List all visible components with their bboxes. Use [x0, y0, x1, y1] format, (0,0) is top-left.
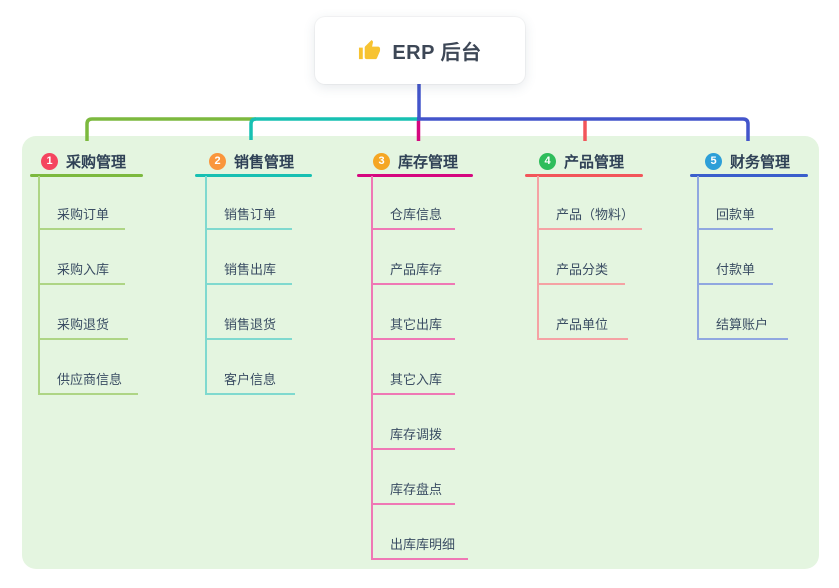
branch-priority-badge: 5: [705, 152, 722, 170]
thumbs-up-icon: [358, 39, 381, 62]
child-node-label: 回款单: [716, 207, 756, 222]
child-node[interactable]: 采购订单: [38, 200, 125, 230]
child-node[interactable]: 产品分类: [537, 255, 625, 285]
child-node-label: 出库库明细: [390, 537, 456, 552]
child-node-label: 采购退货: [57, 317, 110, 332]
branch-priority-badge: 3: [373, 152, 390, 170]
child-node[interactable]: 采购退货: [38, 310, 128, 340]
child-node-label: 销售订单: [224, 207, 277, 222]
branch-node-label: 销售管理: [234, 153, 295, 171]
child-node[interactable]: 其它入库: [371, 365, 455, 395]
root-node[interactable]: ERP 后台: [315, 17, 525, 84]
child-node[interactable]: 销售退货: [205, 310, 292, 340]
branch-child-connector: [371, 176, 373, 560]
branch-priority-badge: 2: [209, 152, 226, 170]
child-node-label: 销售退货: [224, 317, 277, 332]
branch-child-connector: [697, 176, 699, 340]
child-node-label: 仓库信息: [390, 207, 443, 222]
child-node[interactable]: 库存调拨: [371, 420, 455, 450]
child-node[interactable]: 其它出库: [371, 310, 455, 340]
child-node-label: 付款单: [716, 262, 756, 277]
child-node[interactable]: 出库库明细: [371, 530, 468, 560]
branch-underline: [690, 174, 808, 177]
child-node-label: 采购订单: [57, 207, 110, 222]
child-node-label: 销售出库: [224, 262, 277, 277]
child-node-label: 产品单位: [556, 317, 609, 332]
child-node[interactable]: 销售订单: [205, 200, 292, 230]
child-node[interactable]: 回款单: [697, 200, 773, 230]
branch-child-connector: [205, 176, 207, 395]
child-node-label: 产品（物料）: [556, 207, 635, 222]
child-node-label: 供应商信息: [57, 372, 123, 387]
child-node[interactable]: 产品（物料）: [537, 200, 642, 230]
child-node[interactable]: 仓库信息: [371, 200, 455, 230]
child-node-label: 产品分类: [556, 262, 609, 277]
child-node-label: 其它出库: [390, 317, 443, 332]
branch-underline: [195, 174, 312, 177]
branch-node[interactable]: 5 财务管理: [705, 151, 790, 171]
child-node-label: 结算账户: [716, 317, 769, 332]
child-node[interactable]: 销售出库: [205, 255, 292, 285]
branch-node-label: 产品管理: [564, 153, 625, 171]
child-node-label: 库存调拨: [390, 427, 443, 442]
branch-node[interactable]: 2 销售管理: [209, 151, 294, 171]
child-node[interactable]: 付款单: [697, 255, 773, 285]
branch-node-label: 库存管理: [398, 153, 459, 171]
root-node-label: ERP 后台: [392, 42, 482, 64]
branch-priority-badge: 1: [41, 152, 58, 170]
child-node-label: 其它入库: [390, 372, 443, 387]
branch-node[interactable]: 4 产品管理: [539, 151, 624, 171]
branch-node[interactable]: 1 采购管理: [41, 151, 126, 171]
branch-underline: [525, 174, 643, 177]
child-node[interactable]: 产品库存: [371, 255, 455, 285]
branch-node[interactable]: 3 库存管理: [373, 151, 458, 171]
child-node[interactable]: 供应商信息: [38, 365, 138, 395]
branch-child-connector: [537, 176, 539, 340]
branch-node-label: 采购管理: [66, 153, 127, 171]
branch-priority-badge: 4: [539, 152, 556, 170]
branch-node-label: 财务管理: [730, 153, 791, 171]
child-node[interactable]: 结算账户: [697, 310, 788, 340]
branch-child-connector: [38, 176, 40, 395]
child-node-label: 采购入库: [57, 262, 110, 277]
branches-panel: [22, 136, 819, 569]
child-node[interactable]: 产品单位: [537, 310, 628, 340]
child-node-label: 客户信息: [224, 372, 277, 387]
child-node-label: 产品库存: [390, 262, 443, 277]
child-node-label: 库存盘点: [390, 482, 443, 497]
child-node[interactable]: 客户信息: [205, 365, 295, 395]
child-node[interactable]: 库存盘点: [371, 475, 455, 505]
child-node[interactable]: 采购入库: [38, 255, 125, 285]
branch-underline: [357, 174, 473, 177]
branch-underline: [30, 174, 143, 177]
